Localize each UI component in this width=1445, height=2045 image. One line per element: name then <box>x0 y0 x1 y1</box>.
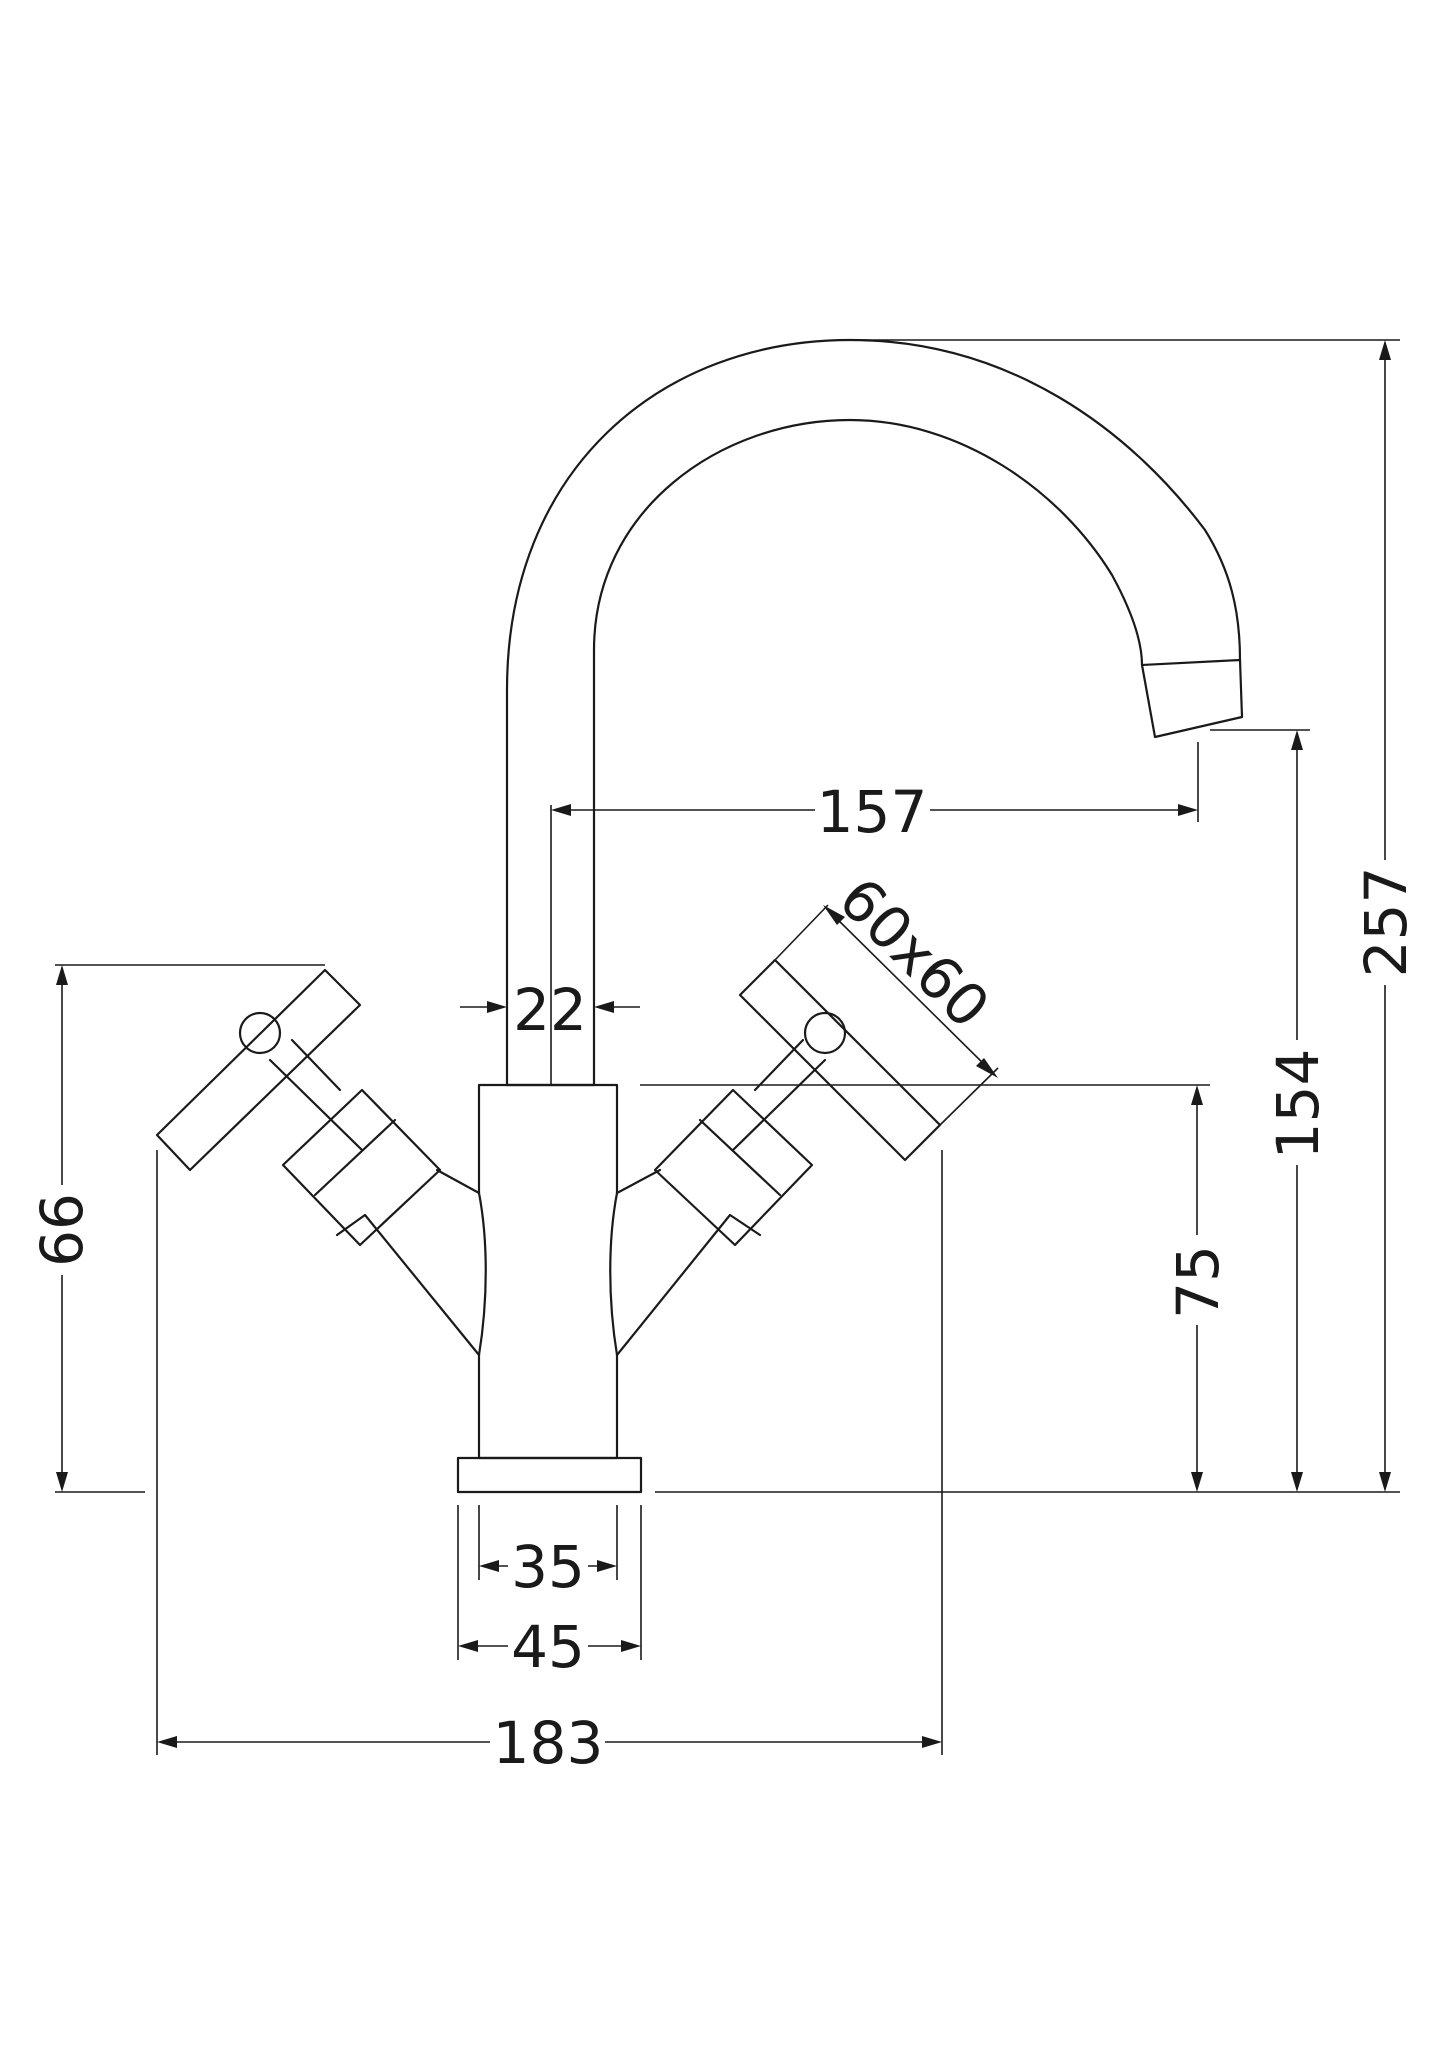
tap-outline <box>155 338 1244 1494</box>
right-valve-stem-b <box>753 1038 805 1092</box>
arrow-75-top <box>1191 1085 1203 1105</box>
dimension-labels: 157 22 257 154 75 99 35 45 183 60x60 <box>26 778 1420 1777</box>
ext-60-a <box>774 904 829 961</box>
arrow-154-bottom <box>1291 1472 1303 1492</box>
arrow-154-top <box>1291 730 1303 750</box>
right-valve-shroud <box>653 1088 814 1247</box>
left-valve-stem-b <box>290 1038 342 1092</box>
label-75: 75 <box>1164 1245 1232 1319</box>
right-handle-hub <box>803 1011 847 1055</box>
spout-inner-curve <box>592 418 1144 1087</box>
label-154: 154 <box>1264 1049 1332 1160</box>
label-35: 35 <box>511 1533 585 1601</box>
label-257: 257 <box>1352 867 1420 978</box>
label-45: 45 <box>511 1613 585 1681</box>
arrow-45-right <box>621 1640 641 1652</box>
left-handle-hub <box>238 1011 282 1055</box>
left-valve-arm <box>335 1213 481 1357</box>
left-valve-arm-upper <box>435 1168 481 1195</box>
arrow-35-right <box>597 1560 617 1572</box>
arrow-22-left <box>487 1001 507 1013</box>
dim-line-60x60 <box>827 909 994 1074</box>
arrow-157-left <box>551 804 571 816</box>
ext-60-b <box>939 1067 999 1126</box>
left-valve-shroud-ring <box>313 1118 397 1197</box>
arrow-183-right <box>922 1736 942 1748</box>
label-99: 99 <box>26 1193 94 1267</box>
dimension-lines <box>55 339 1400 1755</box>
arrow-60-a <box>823 905 845 925</box>
right-valve-stem <box>731 1058 827 1152</box>
arrow-183-left <box>157 1736 177 1748</box>
label-157: 157 <box>817 778 928 846</box>
right-valve-arm-upper <box>615 1168 662 1195</box>
label-22: 22 <box>513 976 587 1044</box>
arrow-75-bottom <box>1191 1472 1203 1492</box>
arrow-45-left <box>458 1640 478 1652</box>
label-60x60: 60x60 <box>826 864 1003 1041</box>
arrow-35-left <box>479 1560 499 1572</box>
left-valve-stem <box>268 1058 364 1152</box>
left-valve-shroud <box>281 1088 442 1247</box>
arrow-99-bottom <box>56 1472 68 1492</box>
tap-body <box>477 1083 619 1460</box>
right-valve-arm <box>615 1213 762 1357</box>
label-183: 183 <box>493 1709 604 1777</box>
arrow-157-right <box>1178 804 1198 816</box>
arrow-22-right <box>594 1001 614 1013</box>
right-valve-shroud-ring <box>698 1118 782 1197</box>
arrow-257-top <box>1379 340 1391 360</box>
spout-nozzle <box>1140 658 1244 739</box>
left-cross-handle <box>155 968 362 1172</box>
spout-outer-curve <box>505 338 1242 1087</box>
arrow-60-b <box>976 1058 998 1078</box>
arrow-257-bottom <box>1379 1472 1391 1492</box>
arrow-99-top <box>56 965 68 985</box>
base-plate <box>456 1456 643 1494</box>
